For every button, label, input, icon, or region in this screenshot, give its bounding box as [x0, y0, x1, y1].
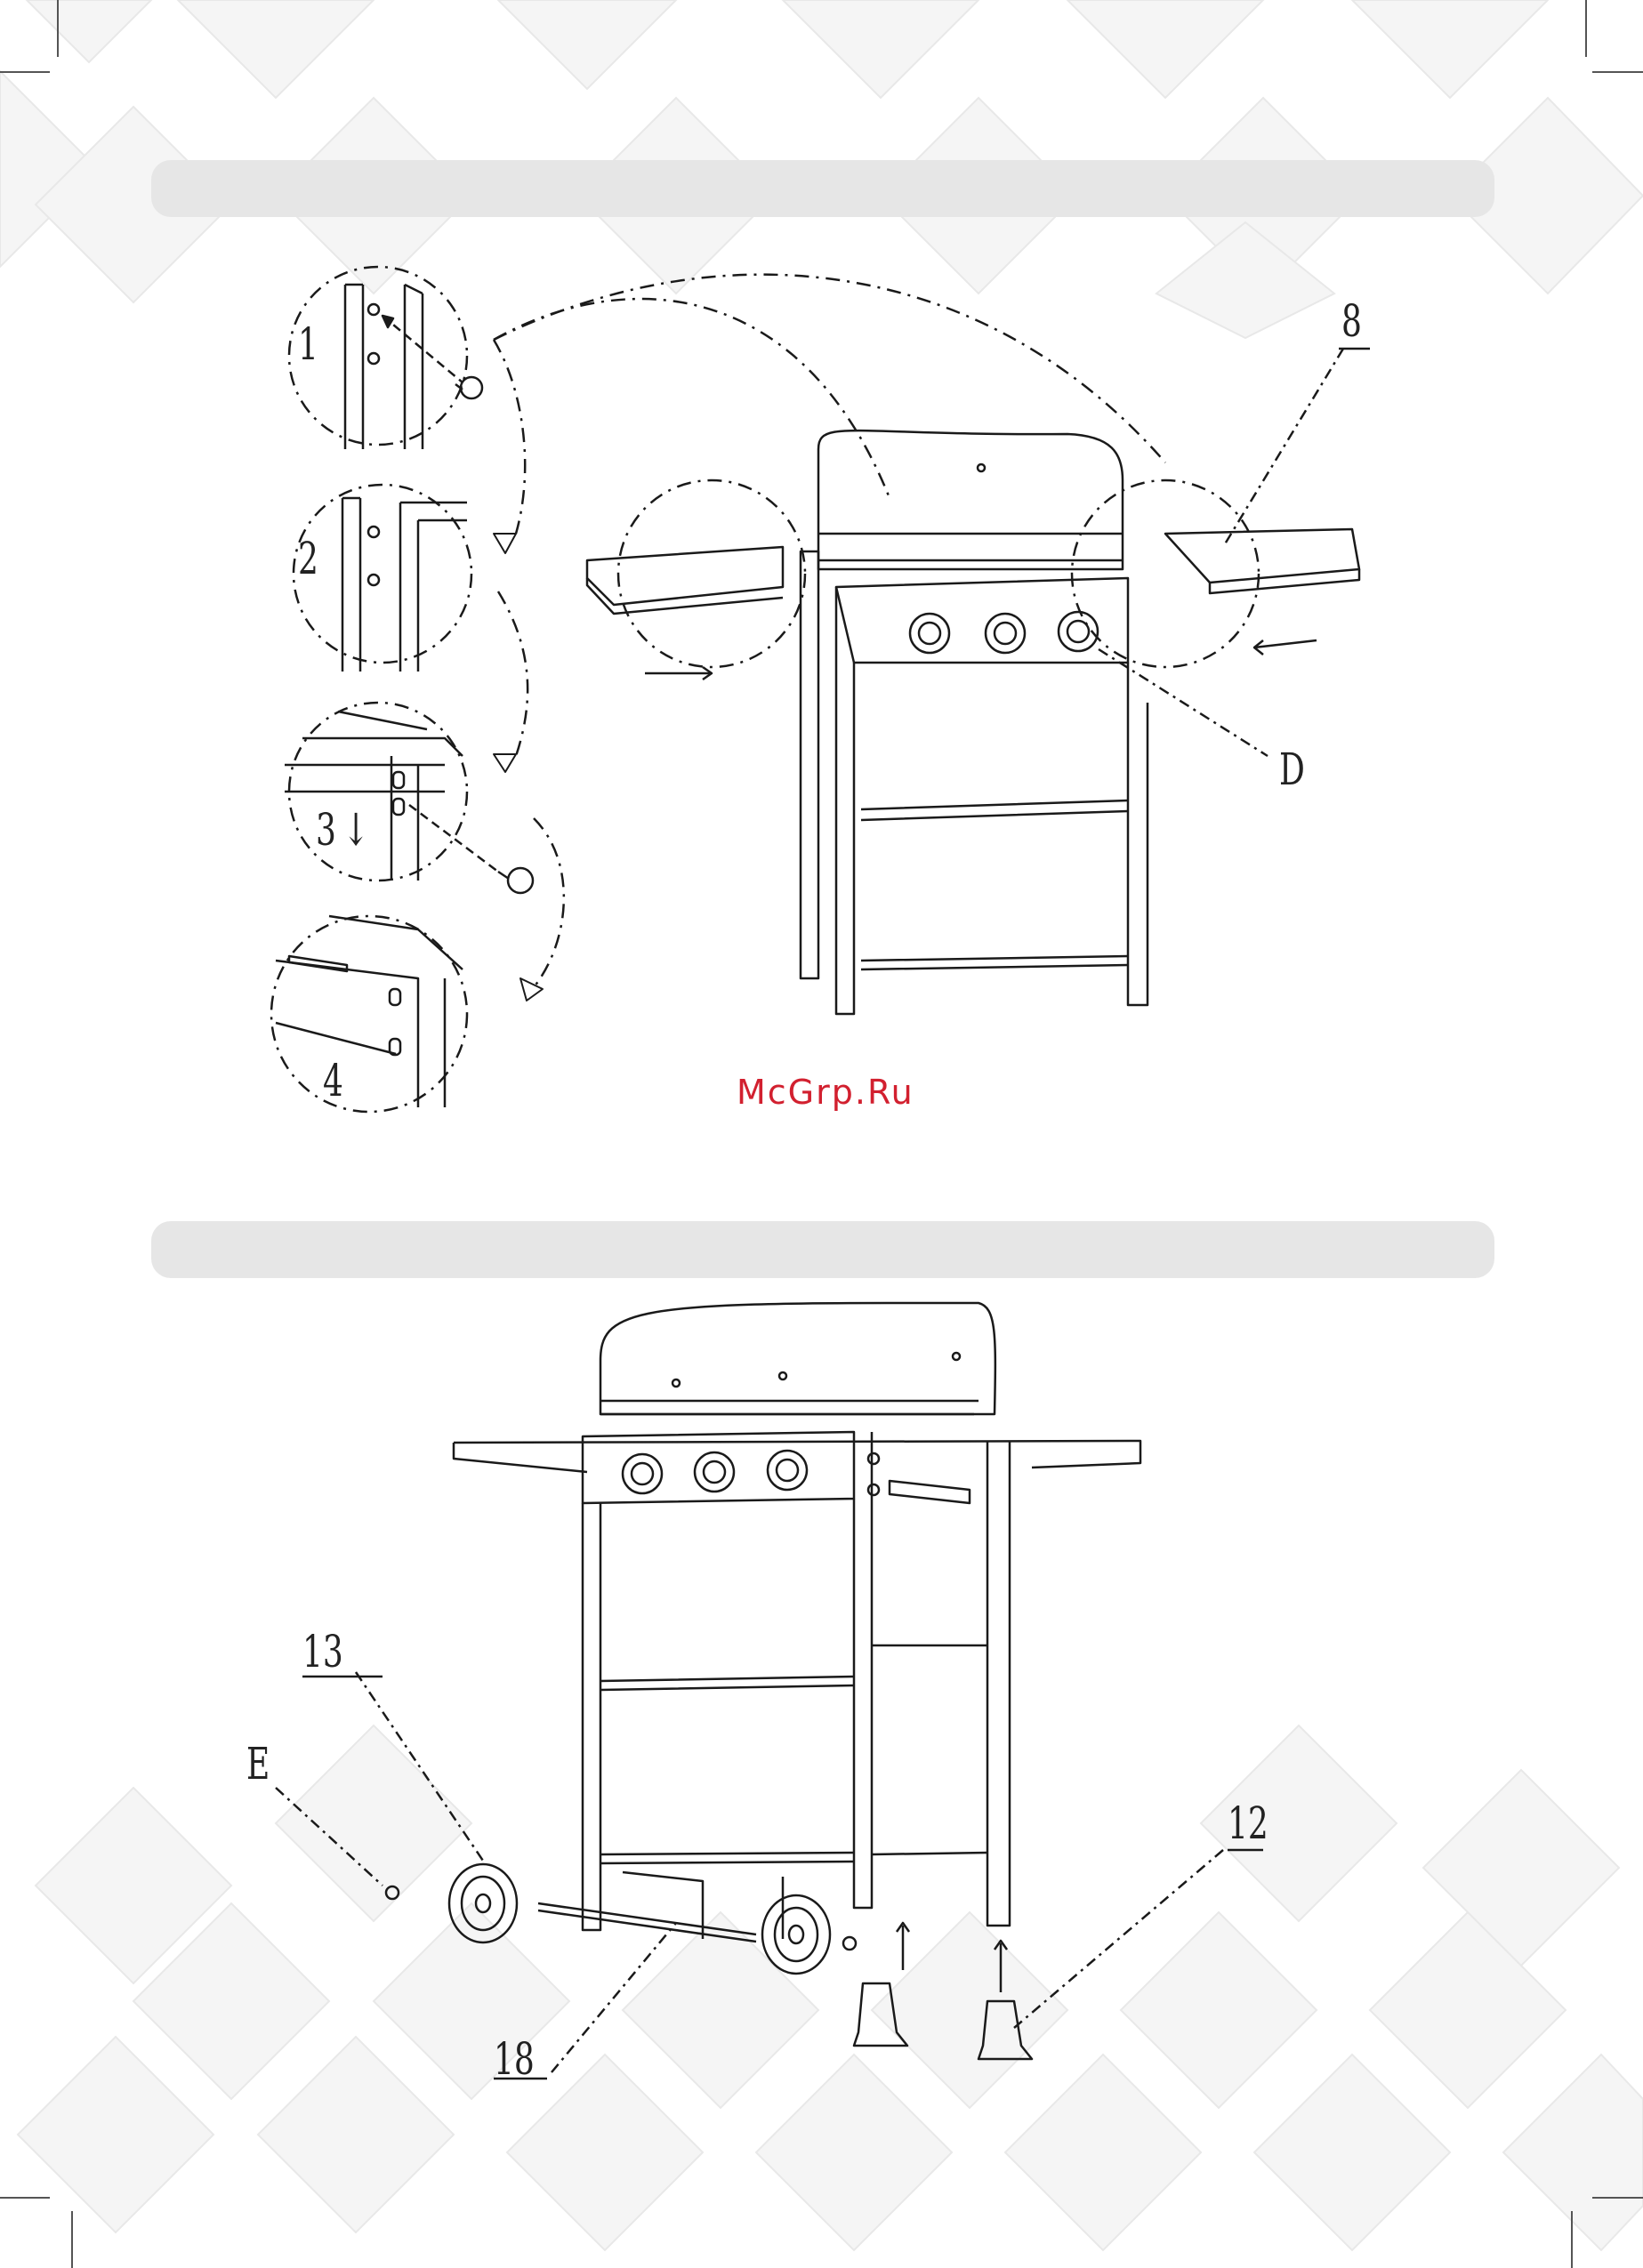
grill-lower [386, 1303, 1140, 2059]
detail-circle-3 [285, 703, 533, 893]
wheel-left [449, 1864, 517, 1942]
leg-caps [854, 1923, 1032, 2059]
part-label-leg-cap: 12 [1228, 1801, 1268, 1846]
detail-label-1: 1 [298, 322, 318, 366]
control-knobs [910, 612, 1098, 653]
part-label-screw: D [1279, 747, 1305, 792]
detail-label-4: 4 [323, 1058, 343, 1103]
grill-upper [587, 430, 1359, 1014]
part-label-axle: 18 [494, 2037, 535, 2081]
wheel-right [762, 1895, 830, 1974]
watermark: McGrp.Ru [737, 1073, 914, 1112]
detail-circle-4 [271, 916, 467, 1112]
part-label-nut: E [246, 1741, 270, 1786]
detail-label-3: 3 [316, 808, 336, 852]
detail-label-2: 2 [298, 536, 318, 581]
detail-circle-2 [294, 485, 471, 672]
part-label-side-shelf: 8 [1341, 299, 1362, 343]
detail-3-arrow: ↓ [342, 808, 369, 852]
axle [538, 1903, 756, 1942]
part-label-wheel: 13 [302, 1629, 343, 1674]
